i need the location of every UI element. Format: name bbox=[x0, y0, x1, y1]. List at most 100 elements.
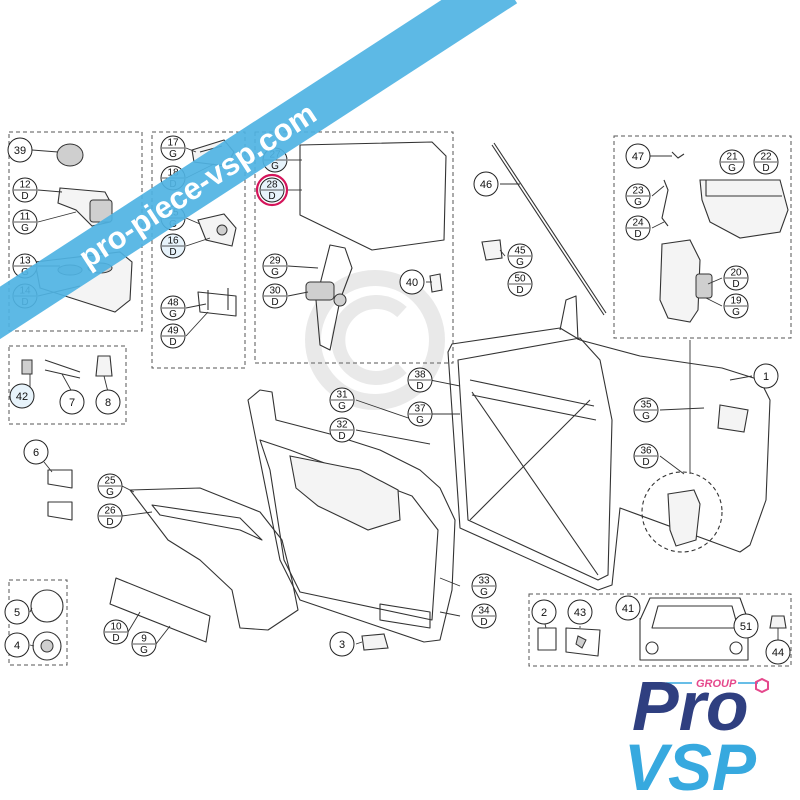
callout-number: 29 bbox=[269, 256, 281, 267]
callout-side: G bbox=[338, 401, 346, 412]
door-trim-panel bbox=[247, 389, 456, 643]
callout-circle bbox=[531, 599, 557, 625]
callout-side: G bbox=[416, 415, 424, 426]
callout-side: G bbox=[21, 223, 29, 234]
callout-side: D bbox=[271, 297, 278, 308]
hinge-bracket bbox=[537, 627, 557, 651]
lock-mechanism bbox=[197, 213, 237, 247]
lock-bracket bbox=[197, 288, 237, 317]
latch-detail-circle bbox=[641, 471, 723, 553]
callout-17: 17G bbox=[160, 135, 186, 161]
callout-number: 13 bbox=[19, 256, 31, 267]
group-box-speaker bbox=[8, 579, 68, 666]
callout-number: 50 bbox=[514, 274, 526, 285]
callout-number: 12 bbox=[19, 180, 31, 191]
callout-circle bbox=[733, 613, 759, 639]
callout-23: 23G bbox=[625, 183, 651, 209]
callout-side: D bbox=[338, 431, 345, 442]
callout-49: 49D bbox=[160, 323, 186, 349]
callout-number: 2 bbox=[541, 607, 547, 619]
callout-circle bbox=[9, 383, 35, 409]
callout-number: 48 bbox=[167, 298, 179, 309]
callout-number: 10 bbox=[110, 622, 122, 633]
callout-number: 20 bbox=[730, 268, 742, 279]
callout-50: 50D bbox=[507, 271, 533, 297]
logo-pro-text: Pro bbox=[632, 667, 749, 745]
callout-51: 51 bbox=[733, 613, 759, 639]
callout-side: G bbox=[106, 487, 114, 498]
callout-side: G bbox=[271, 267, 279, 278]
provsp-logo: GROUP Pro VSP bbox=[624, 667, 769, 800]
mirror-cap bbox=[481, 239, 503, 261]
callout-25: 25G bbox=[97, 473, 123, 499]
callout-circle bbox=[473, 171, 499, 197]
door-check-strap bbox=[95, 355, 113, 377]
callout-34: 34D bbox=[471, 603, 497, 629]
callout-circle bbox=[329, 631, 355, 657]
callout-number: 25 bbox=[104, 476, 116, 487]
callout-26: 26D bbox=[97, 503, 123, 529]
callout-number: 6 bbox=[33, 447, 39, 459]
callout-6: 6 bbox=[23, 439, 49, 465]
group-box-rods bbox=[8, 345, 127, 425]
callout-number: 23 bbox=[632, 186, 644, 197]
callout-number: 38 bbox=[414, 370, 426, 381]
callout-number: 28 bbox=[266, 180, 278, 191]
callout-31: 31G bbox=[329, 387, 355, 413]
exterior-handle bbox=[699, 179, 789, 239]
callout-4: 4 bbox=[4, 632, 30, 658]
callout-number: 11 bbox=[20, 212, 31, 223]
group-box-window bbox=[254, 131, 454, 364]
callout-number: 44 bbox=[772, 647, 784, 659]
callout-number: 4 bbox=[14, 640, 20, 652]
callout-2: 2 bbox=[531, 599, 557, 625]
callout-number: 16 bbox=[167, 236, 179, 247]
callout-20: 20D bbox=[723, 265, 749, 291]
door-window-glass bbox=[299, 141, 447, 251]
callout-side: D bbox=[21, 191, 28, 202]
callout-number: 7 bbox=[69, 397, 75, 409]
callout-29: 29G bbox=[262, 253, 288, 279]
car-front-outline bbox=[639, 597, 749, 661]
highlight-ring bbox=[255, 173, 289, 207]
callout-11: 11G bbox=[12, 209, 38, 235]
leader-lines bbox=[29, 147, 779, 647]
callout-side: D bbox=[169, 247, 176, 258]
hinge-nut bbox=[769, 615, 787, 629]
door-lining bbox=[129, 487, 299, 631]
callout-30: 30D bbox=[262, 283, 288, 309]
callout-7: 7 bbox=[59, 389, 85, 415]
door-rod-clips bbox=[21, 359, 81, 379]
callout-side: G bbox=[480, 587, 488, 598]
callout-number: 31 bbox=[336, 390, 348, 401]
callout-number: 40 bbox=[406, 277, 418, 289]
logo-vsp-text: VSP bbox=[624, 730, 757, 800]
callout-35: 35G bbox=[633, 397, 659, 423]
callout-number: 43 bbox=[574, 607, 586, 619]
callout-number: 30 bbox=[269, 286, 281, 297]
callout-number: 17 bbox=[167, 138, 179, 149]
callout-number: 32 bbox=[336, 420, 348, 431]
callout-number: 24 bbox=[632, 218, 644, 229]
callout-side: D bbox=[480, 617, 487, 628]
callout-circle bbox=[765, 639, 791, 665]
callout-46: 46 bbox=[473, 171, 499, 197]
callout-number: 1 bbox=[763, 371, 769, 383]
clip-3 bbox=[361, 633, 389, 651]
callout-number: 47 bbox=[632, 151, 644, 163]
callout-37: 37G bbox=[407, 401, 433, 427]
interior-handle-knob bbox=[56, 143, 84, 167]
callout-number: 41 bbox=[622, 603, 634, 615]
callout-circle bbox=[7, 137, 33, 163]
callout-number: 19 bbox=[730, 296, 742, 307]
callout-3: 3 bbox=[329, 631, 355, 657]
clip-40 bbox=[429, 273, 443, 293]
callout-side: D bbox=[268, 191, 275, 202]
callout-22: 22D bbox=[753, 149, 779, 175]
callout-36: 36D bbox=[633, 443, 659, 469]
callout-circle bbox=[23, 439, 49, 465]
callout-circle bbox=[95, 389, 121, 415]
callout-40: 40 bbox=[399, 269, 425, 295]
door-pocket-panel bbox=[109, 577, 211, 643]
